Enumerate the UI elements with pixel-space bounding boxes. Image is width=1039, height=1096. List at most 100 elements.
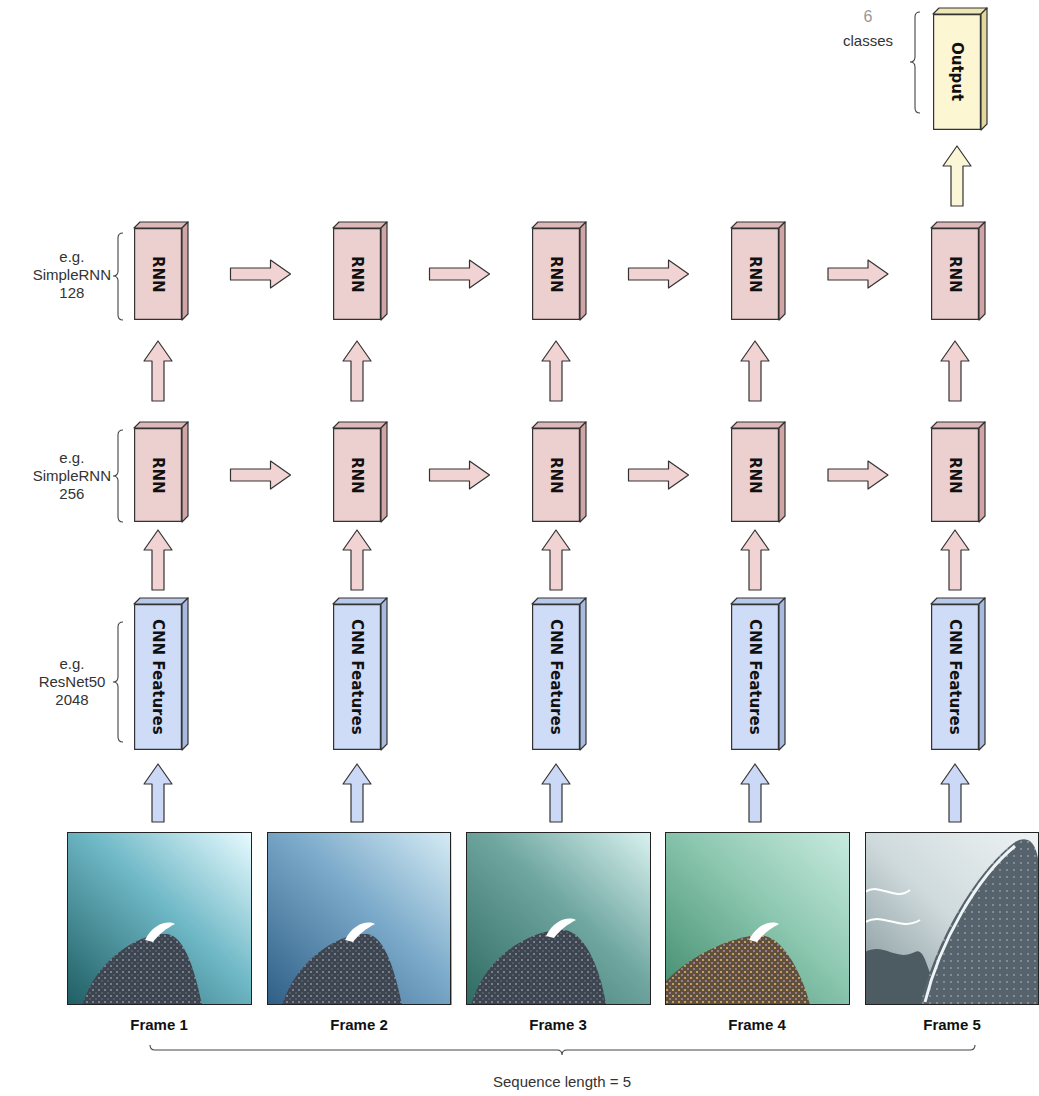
- box-face: [381, 222, 387, 320]
- rnn-box: RNN: [731, 228, 779, 320]
- box-label: CNN Features: [149, 619, 167, 735]
- box-label: RNN: [946, 457, 964, 494]
- cnn-feature-box: CNN Features: [931, 604, 979, 750]
- box-face: [334, 229, 381, 320]
- input-arrows: [144, 764, 969, 822]
- block-arrow: [828, 461, 888, 489]
- box-face: [381, 422, 387, 522]
- curly-brace: [113, 12, 975, 1055]
- box-label: RNN: [348, 457, 366, 494]
- box-face: [580, 222, 586, 320]
- box-face: [932, 429, 979, 522]
- block-arrow: [343, 530, 371, 590]
- annotation-label: classes: [843, 32, 893, 50]
- box-label: Output: [948, 42, 966, 101]
- box-face: [931, 422, 985, 428]
- box-label: RNN: [746, 457, 764, 494]
- box-face: [135, 605, 182, 750]
- block-arrow: [542, 341, 570, 401]
- box-face: [333, 222, 387, 228]
- box-face: [533, 605, 580, 750]
- box-face: [333, 598, 387, 604]
- box-face: [931, 598, 985, 604]
- box-face: [732, 429, 779, 522]
- rnn-box: RNN: [333, 428, 381, 522]
- box-face: [334, 429, 381, 522]
- cnn-feature-box: CNN Features: [134, 604, 182, 750]
- block-arrow: [943, 146, 971, 206]
- frame-image: [865, 832, 1039, 1005]
- box-label: RNN: [547, 457, 565, 494]
- annotation-label: Sequence length = 5: [493, 1073, 631, 1091]
- rnn-box: RNN: [532, 428, 580, 522]
- box-face: [135, 429, 182, 522]
- block-arrow: [430, 461, 490, 489]
- block-arrow: [941, 530, 969, 590]
- annotation-label: e.g. ResNet50 2048: [39, 655, 106, 709]
- box-face: [979, 222, 985, 320]
- box-label: RNN: [149, 457, 167, 494]
- cnn-feature-box: CNN Features: [731, 604, 779, 750]
- box-face: [979, 598, 985, 750]
- box-face: [732, 605, 779, 750]
- block-arrow: [430, 260, 490, 288]
- box-face: [731, 222, 785, 228]
- rnn-box: RNN: [333, 228, 381, 320]
- cnn-feature-box: CNN Features: [532, 604, 580, 750]
- rnn-box: RNN: [532, 228, 580, 320]
- box-face: [182, 598, 188, 750]
- box-face: [932, 229, 979, 320]
- output-box: Output: [933, 14, 981, 130]
- block-arrow: [144, 341, 172, 401]
- box-face: [533, 429, 580, 522]
- frame-image: [267, 832, 452, 1005]
- box-face: [532, 598, 586, 604]
- box-label: CNN Features: [547, 619, 565, 735]
- block-arrow: [231, 461, 291, 489]
- frame-image: [466, 832, 651, 1005]
- box-face: [532, 222, 586, 228]
- box-face: [182, 422, 188, 522]
- frame-caption: Frame 5: [923, 1016, 981, 1034]
- box-face: [731, 422, 785, 428]
- box-face: [580, 598, 586, 750]
- annotation-label: 6: [864, 8, 873, 26]
- box-label: RNN: [547, 256, 565, 293]
- rnn-box: RNN: [931, 228, 979, 320]
- box-face: [933, 8, 987, 14]
- block-arrow: [542, 530, 570, 590]
- block-arrow: [828, 260, 888, 288]
- box-face: [779, 222, 785, 320]
- box-face: [134, 222, 188, 228]
- rnn-box: RNN: [134, 428, 182, 522]
- box-face: [135, 229, 182, 320]
- block-arrow: [941, 341, 969, 401]
- box-face: [779, 598, 785, 750]
- box-face: [182, 222, 188, 320]
- box-label: RNN: [149, 256, 167, 293]
- box-face: [381, 598, 387, 750]
- box-face: [779, 422, 785, 522]
- box-label: RNN: [348, 256, 366, 293]
- box-face: [932, 605, 979, 750]
- cnn-feature-box: CNN Features: [333, 604, 381, 750]
- box-face: [533, 229, 580, 320]
- rnn-box: RNN: [134, 228, 182, 320]
- box-label: CNN Features: [746, 619, 764, 735]
- box-label: CNN Features: [348, 619, 366, 735]
- rnn-box: RNN: [731, 428, 779, 522]
- frame-caption: Frame 4: [728, 1016, 786, 1034]
- box-face: [934, 15, 981, 130]
- box-face: [981, 8, 987, 130]
- frame-caption: Frame 3: [529, 1016, 587, 1034]
- frame-image: [67, 832, 252, 1005]
- block-arrow: [144, 530, 172, 590]
- block-arrow: [629, 461, 689, 489]
- box-face: [134, 598, 188, 604]
- block-arrow: [343, 341, 371, 401]
- box-face: [333, 422, 387, 428]
- box-face: [931, 222, 985, 228]
- box-label: RNN: [746, 256, 764, 293]
